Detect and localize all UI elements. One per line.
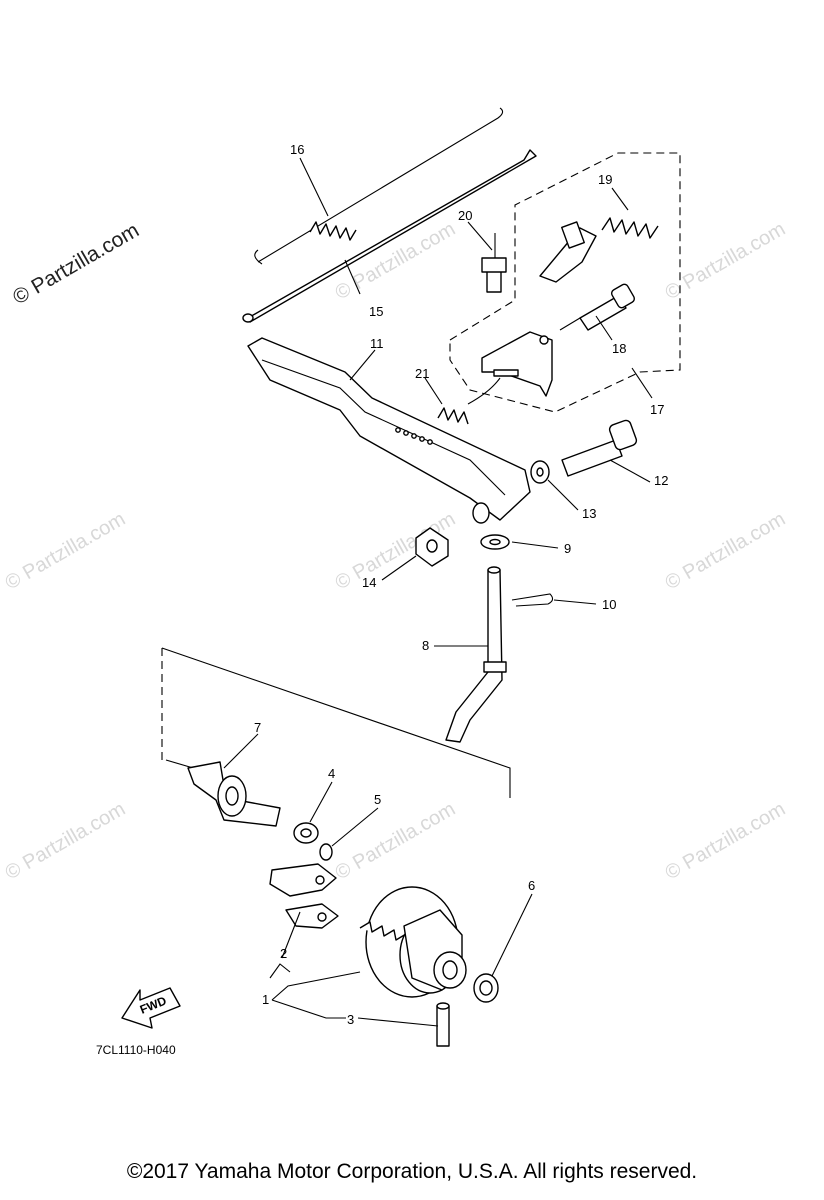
- part-15-rod: [242, 149, 537, 323]
- part-9-washer: [480, 534, 510, 550]
- part-19-spring: [539, 217, 659, 283]
- part-11-lever: [247, 337, 531, 524]
- part-3-pin: [436, 1002, 450, 1047]
- callout-19: 19: [598, 172, 612, 187]
- watermark-faint: © Partzilla.com: [662, 218, 790, 304]
- watermark-main: © Partzilla.com: [9, 219, 143, 310]
- part-17-bracket: [481, 331, 553, 397]
- callout-9: 9: [564, 541, 571, 556]
- part-18-bolt: [559, 283, 636, 331]
- part-2-plates: [269, 863, 339, 929]
- callout-14: 14: [362, 575, 376, 590]
- watermark-faint: © Partzilla.com: [2, 798, 130, 884]
- callout-13: 13: [582, 506, 596, 521]
- watermark-faint: © Partzilla.com: [332, 798, 460, 884]
- callout-18: 18: [612, 341, 626, 356]
- callout-3: 3: [347, 1012, 354, 1027]
- callout-16: 16: [290, 142, 304, 157]
- callout-21: 21: [415, 366, 429, 381]
- callouts: 1 2 3 4 5 6 7 8 9 10 11 12 13 14 15 16 1…: [254, 142, 668, 1027]
- callout-1: 1: [262, 992, 269, 1007]
- callout-20: 20: [458, 208, 472, 223]
- watermark-group: © Partzilla.com © Partzilla.com © Partzi…: [2, 218, 790, 884]
- drawing-code: 7CL1110-H040: [96, 1043, 176, 1057]
- part-21-spring: [437, 377, 501, 425]
- part-14-nut: [415, 527, 449, 567]
- callout-2: 2: [280, 946, 287, 961]
- leader-lines: [223, 157, 651, 1027]
- part-8-rod: [445, 566, 507, 743]
- callout-7: 7: [254, 720, 261, 735]
- part-7-shaft: [187, 761, 281, 827]
- part-1-gear: [359, 886, 467, 998]
- part-10-clip: [511, 593, 554, 607]
- part-6-washer: [473, 973, 499, 1003]
- copyright-text: ©2017 Yamaha Motor Corporation, U.S.A. A…: [126, 1160, 698, 1183]
- callout-6: 6: [528, 878, 535, 893]
- callout-5: 5: [374, 792, 381, 807]
- part-13-washer: [530, 460, 550, 484]
- callout-8: 8: [422, 638, 429, 653]
- callout-4: 4: [328, 766, 335, 781]
- part-5-ring: [319, 843, 333, 861]
- part-4-washer: [293, 822, 319, 844]
- callout-10: 10: [602, 597, 616, 612]
- watermark-faint: © Partzilla.com: [2, 508, 130, 594]
- part-20-bolt: [481, 233, 507, 293]
- part-12-bolt: [561, 419, 638, 477]
- part-16-spring: [254, 107, 504, 265]
- callout-11: 11: [370, 336, 384, 351]
- watermark-faint: © Partzilla.com: [662, 508, 790, 594]
- callout-12: 12: [654, 473, 668, 488]
- watermark-faint: © Partzilla.com: [662, 798, 790, 884]
- part-17-bracket-assembly: [449, 152, 681, 413]
- fwd-arrow-icon: FWD: [121, 987, 181, 1029]
- callout-17: 17: [650, 402, 664, 417]
- callout-15: 15: [369, 304, 383, 319]
